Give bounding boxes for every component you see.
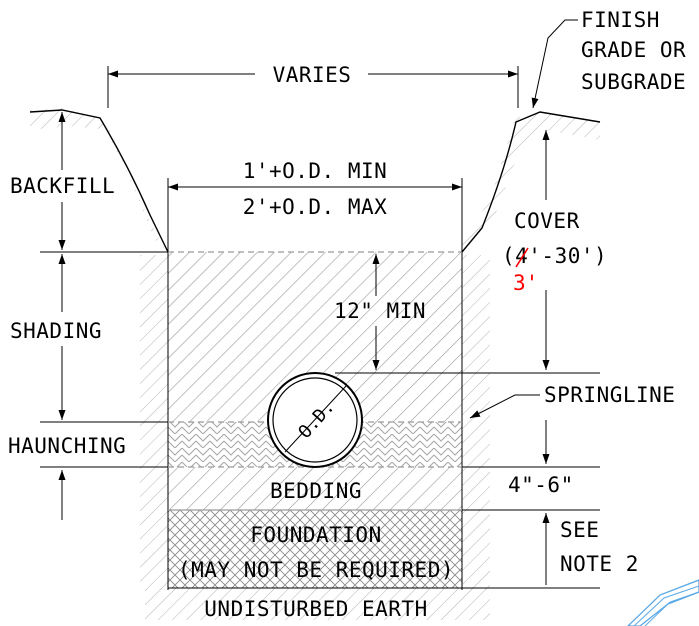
springline-label: SPRINGLINE xyxy=(544,383,675,407)
pipe: O.D. xyxy=(267,372,363,468)
blue-annotation-mark xyxy=(627,579,699,626)
backfill-label: BACKFILL xyxy=(10,174,115,198)
labels: FINISH GRADE OR SUBGRADE VARIES 1'+O.D. … xyxy=(8,8,686,621)
varies-dimension xyxy=(107,66,519,108)
varies-label: VARIES xyxy=(273,63,352,87)
undisturbed-earth-label: UNDISTURBED EARTH xyxy=(204,597,427,621)
foundation-label: FOUNDATION xyxy=(250,523,381,547)
twelve-min-label: 12" MIN xyxy=(334,299,426,323)
may-not-be-required-label: (MAY NOT BE REQUIRED) xyxy=(178,558,454,582)
cover-revision-label: 3' xyxy=(513,271,538,295)
width-max-label: 2'+O.D. MAX xyxy=(243,195,388,219)
see-label: SEE xyxy=(560,518,599,542)
width-min-label: 1'+O.D. MIN xyxy=(243,159,388,183)
foundation-zone xyxy=(168,510,462,588)
bedding-depth-label: 4"-6" xyxy=(508,473,574,497)
cover-label: COVER xyxy=(514,209,580,233)
revision-strike xyxy=(515,247,529,268)
width-dimension xyxy=(167,178,463,252)
note-2-label: NOTE 2 xyxy=(560,552,639,576)
shading-label: SHADING xyxy=(10,319,102,343)
left-dimensions xyxy=(40,112,168,520)
bedding-zone xyxy=(168,467,462,510)
bedding-label: BEDDING xyxy=(270,479,362,503)
finish-grade-label: FINISH xyxy=(581,8,660,32)
subgrade-label: SUBGRADE xyxy=(581,70,686,94)
ground-surface xyxy=(29,109,601,253)
haunching-label: HAUNCHING xyxy=(8,434,126,458)
grade-or-label: GRADE OR xyxy=(581,38,686,62)
cover-range-label: (4'-30') xyxy=(502,244,607,268)
right-dimensions xyxy=(335,19,600,589)
